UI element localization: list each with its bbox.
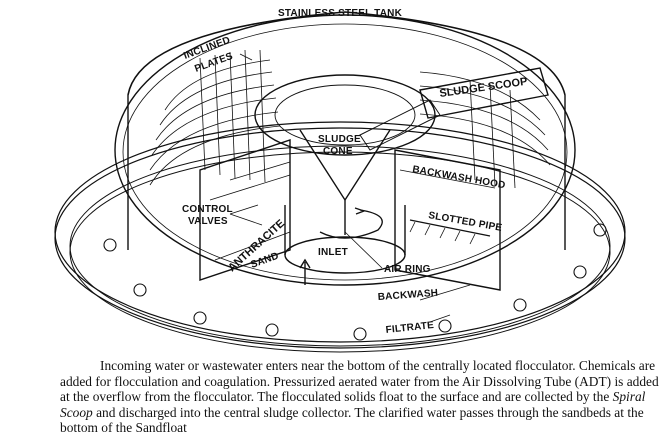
label-backwash: BACKWASH bbox=[377, 288, 438, 303]
caption-text-2: and discharged into the central sludge c… bbox=[60, 404, 644, 436]
label-control-valves-1: CONTROL bbox=[182, 204, 233, 215]
label-inlet: INLET bbox=[318, 247, 348, 258]
figure-caption: Incoming water or wastewater enters near… bbox=[60, 358, 665, 436]
sludge-scoop bbox=[359, 67, 549, 151]
label-filtrate: FILTRATE bbox=[385, 320, 434, 336]
caption-text-1: Incoming water or wastewater enters near… bbox=[60, 358, 659, 405]
sandfloat-diagram: STAINLESS STEEL TANK INCLINED PLATES SLU… bbox=[54, 8, 626, 353]
label-sludge-scoop: SLUDGE SCOOP bbox=[439, 76, 528, 100]
outer-piping-ring bbox=[54, 121, 626, 353]
label-sludge-cone-2: CONE bbox=[323, 146, 353, 157]
label-sludge-cone-1: SLUDGE bbox=[318, 134, 361, 145]
label-air-ring: AIR RING bbox=[384, 264, 431, 275]
sludge-collector-ring bbox=[254, 74, 436, 156]
inclined-plates bbox=[149, 49, 551, 189]
label-control-valves-2: VALVES bbox=[188, 216, 228, 227]
swirl-arrow bbox=[319, 209, 383, 239]
label-stainless-steel-tank: STAINLESS STEEL TANK bbox=[278, 8, 403, 19]
inlet-arrow bbox=[299, 258, 311, 285]
tank-wall bbox=[127, 11, 566, 96]
tank-rim-inner bbox=[122, 23, 568, 281]
flocculator bbox=[284, 205, 406, 255]
tank-rim bbox=[114, 14, 576, 286]
caption-italic-term: Spiral Scoop bbox=[60, 389, 646, 420]
control-valves bbox=[103, 223, 607, 341]
